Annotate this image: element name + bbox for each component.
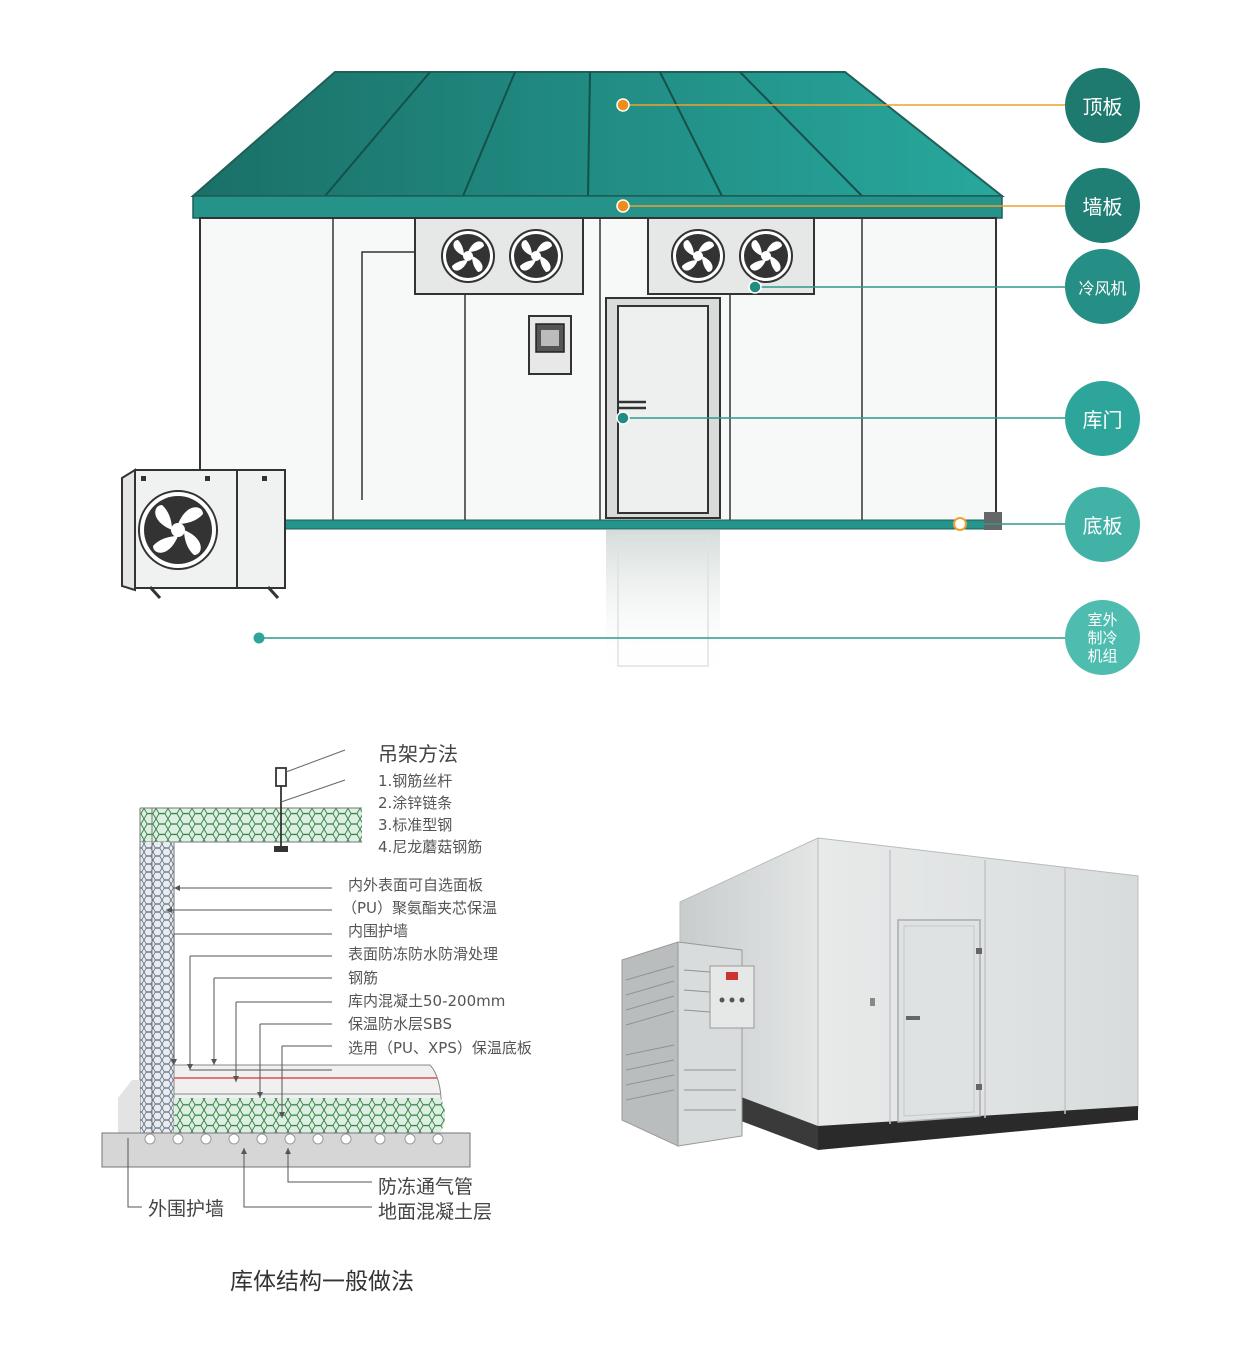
callout-unit-line: 室外 [1087,610,1118,629]
structure-section-diagram [101,749,471,1208]
section-caption: 库体结构一般做法 [230,1269,414,1295]
cold-room-product-illustration [621,837,1139,1150]
door-reflection [606,530,720,676]
evaporator-right [647,217,815,295]
callout-floor: 底板 [1065,487,1140,562]
hanging-item: 2.涂锌链条 [378,794,453,812]
layer-label: 选用（PU、XPS）保温底板 [348,1039,532,1057]
wall-top-band [192,195,1003,219]
callout-wall: 墙板 [1065,168,1140,243]
callout-door-label: 库门 [1082,408,1123,432]
layer-label: （PU）聚氨酯夹芯保温 [342,899,498,917]
callout-unit-line: 制冷 [1087,628,1118,647]
outer-wall-label: 外围护墙 [148,1198,225,1220]
callout-fan: 冷风机 [1065,249,1140,324]
hanging-item: 3.标准型钢 [378,816,453,834]
callout-fan-label: 冷风机 [1078,278,1127,298]
fan-icon [671,229,725,283]
layer-label: 内围护墙 [348,922,409,940]
callout-unit-line: 机组 [1087,646,1118,665]
layer-label: 表面防冻防水防滑处理 [348,945,499,963]
hanging-method-title: 吊架方法 [378,742,458,766]
outdoor-condensing-unit [121,468,286,600]
callout-unit: 室外 制冷 机组 [1065,600,1140,675]
callout-door: 库门 [1065,381,1140,456]
cold-room-door [605,297,721,519]
evaporator-left [414,217,584,295]
wall-panels [199,217,997,522]
wall-seams [332,218,863,521]
product-condensing-unit [621,941,755,1147]
callout-wall-label: 墙板 [1082,195,1123,219]
fan-icon [441,229,495,283]
fan-icon [138,490,218,570]
callout-roof-label: 顶板 [1082,95,1123,119]
vent-pipe-label: 防冻通气管 [378,1176,474,1198]
callout-floor-label: 底板 [1082,514,1123,538]
layer-label: 库内混凝土50-200mm [348,992,506,1010]
control-box [528,315,572,375]
roof-seams [324,71,863,197]
fan-icon [509,229,563,283]
cold-room-diagram [121,71,1070,676]
vent-pipes [144,1133,444,1145]
fan-icon [739,229,793,283]
roof [190,71,1005,197]
hanging-item: 4.尼龙蘑菇钢筋 [378,838,483,856]
layer-label: 保温防水层SBS [348,1015,453,1033]
leader-lines [253,98,1070,644]
floor-panel [281,519,997,530]
callout-roof: 顶板 [1065,68,1140,143]
hanging-item: 1.钢筋丝杆 [378,772,453,790]
layer-label: 内外表面可自选面板 [348,876,484,894]
ground-concrete-label: 地面混凝土层 [378,1201,493,1223]
layer-label: 钢筋 [348,969,379,987]
